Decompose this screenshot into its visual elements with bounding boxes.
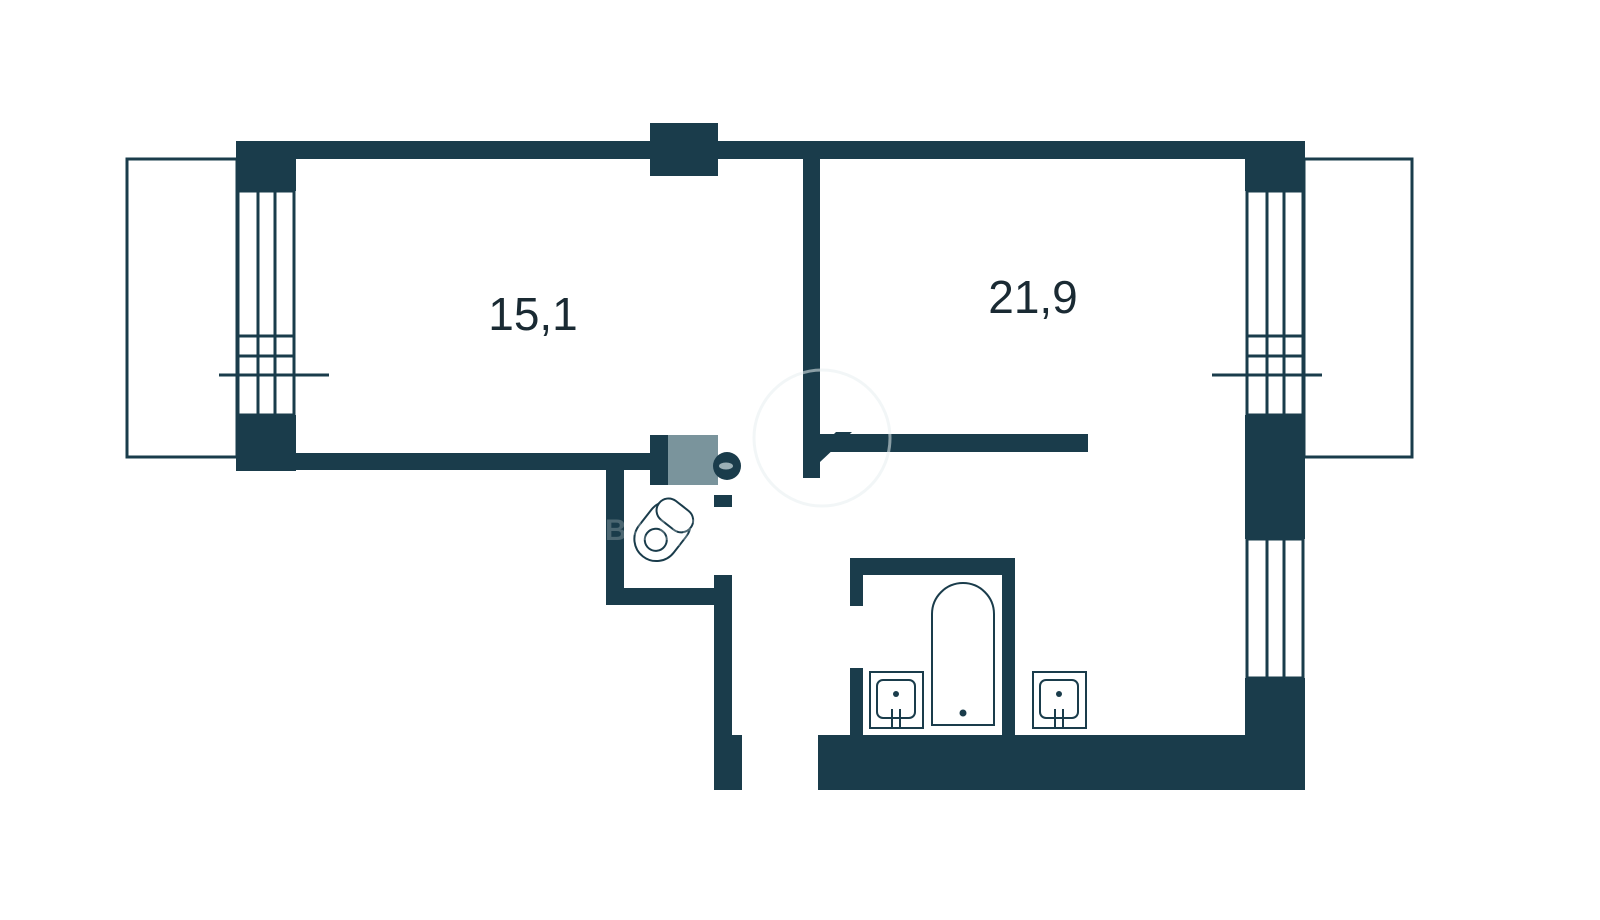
partition-wall xyxy=(803,158,820,478)
left-balcony xyxy=(125,157,239,459)
right-window-1 xyxy=(1212,189,1322,417)
bathtub-icon xyxy=(931,582,995,726)
left-wall xyxy=(219,141,329,471)
right-balcony xyxy=(1302,157,1414,459)
bathroom xyxy=(850,558,1087,735)
shaft xyxy=(668,435,718,485)
left-window xyxy=(219,189,329,417)
watermark-logo: ВА ЦЕНТРАЛЬНОЕ xyxy=(605,368,898,547)
room-area-label: 21,9 xyxy=(988,271,1078,323)
toilet-icon xyxy=(633,497,695,563)
svg-text:ВА ЦЕНТРАЛЬНОЕ: ВА ЦЕНТРАЛЬНОЕ xyxy=(605,514,898,547)
bedroom-bottom-wall xyxy=(296,453,660,470)
top-wall xyxy=(236,141,1276,159)
sink-icon xyxy=(869,671,924,729)
washing-machine-icon xyxy=(1032,671,1087,729)
column xyxy=(650,123,718,176)
hall-wall xyxy=(820,434,1088,452)
bottom-wall xyxy=(818,735,1305,790)
door-swing xyxy=(806,432,852,462)
right-window-2 xyxy=(1245,537,1305,680)
room-area-label: 15,1 xyxy=(488,288,578,340)
wc xyxy=(606,435,742,790)
